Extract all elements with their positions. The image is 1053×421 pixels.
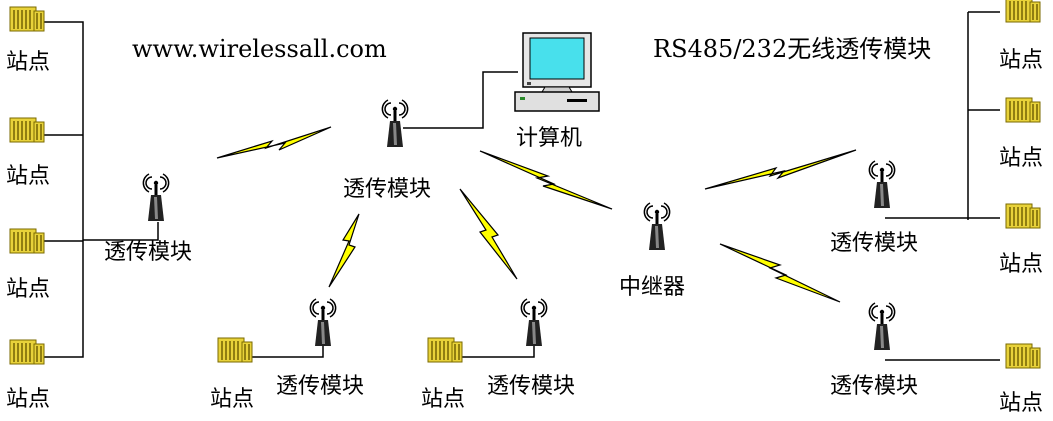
module-label: 透传模块 (276, 374, 365, 399)
module-label: 透传模块 (343, 177, 432, 202)
antenna-icon (868, 160, 896, 209)
station-building-icon (427, 337, 463, 363)
station-label: 站点 (6, 164, 51, 189)
station-label: 站点 (6, 387, 51, 412)
station-building-icon (9, 228, 45, 254)
antenna-icon (520, 298, 548, 347)
station-building-icon (9, 6, 45, 32)
station-label: 站点 (999, 252, 1044, 277)
station-building-icon (9, 117, 45, 143)
station-building-icon (1005, 0, 1041, 23)
station-building-icon (1005, 203, 1041, 229)
station-label: 站点 (6, 277, 51, 302)
station-label: 站点 (6, 50, 51, 75)
station-building-icon (9, 339, 45, 365)
module-label: 透传模块 (487, 374, 576, 399)
computer-label: 计算机 (516, 126, 583, 151)
antenna-icon (381, 99, 409, 148)
antenna-icon (643, 202, 671, 251)
station-building-icon (1005, 343, 1041, 369)
station-label: 站点 (999, 146, 1044, 171)
station-label: 站点 (421, 387, 466, 412)
station-building-icon (1005, 97, 1041, 123)
station-label: 站点 (210, 387, 255, 412)
antenna-icon (142, 173, 170, 222)
module-label: 透传模块 (104, 240, 193, 265)
station-building-icon (217, 337, 253, 363)
module-label: 透传模块 (830, 374, 919, 399)
computer-icon (514, 32, 600, 112)
station-label: 站点 (999, 48, 1044, 73)
page-title: RS485/232无线透传模块 (653, 35, 932, 63)
antenna-icon (868, 302, 896, 351)
module-label: 透传模块 (830, 231, 919, 256)
repeater-label: 中继器 (619, 275, 686, 300)
antenna-icon (309, 298, 337, 347)
station-label: 站点 (999, 391, 1044, 416)
website-url: www.wirelessall.com (132, 35, 387, 63)
